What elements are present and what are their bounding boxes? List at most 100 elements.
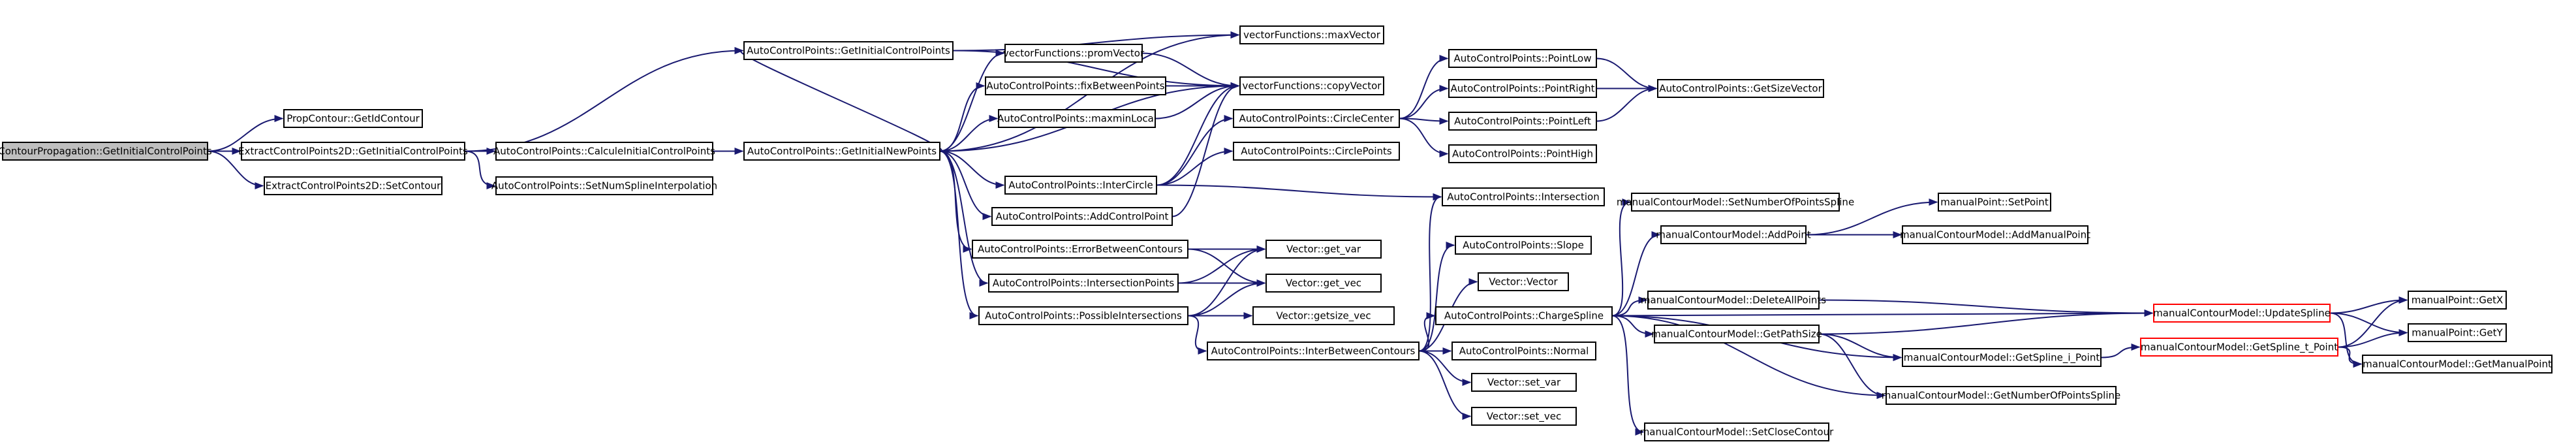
edge-arrow — [1399, 84, 1449, 119]
graph-node[interactable]: manualPoint::GetY — [2408, 323, 2507, 342]
graph-node[interactable]: AutoControlPoints::CalculeInitialControl… — [493, 142, 715, 161]
graph-edge — [1156, 82, 1240, 186]
edge-arrow — [1818, 333, 1886, 400]
node-label: AutoControlPoints::maxminLocal — [997, 113, 1156, 125]
graph-node[interactable]: AutoControlPoints::SetNumSplineInterpola… — [491, 176, 717, 195]
graph-edge — [734, 46, 942, 152]
graph-node[interactable]: Vector::getsize_vec — [1252, 306, 1395, 325]
graph-node[interactable]: AutoControlPoints::InterBetweenContours — [1207, 342, 1420, 360]
graph-node[interactable]: AutoControlPoints::AddControlPoint — [991, 207, 1173, 226]
graph-node[interactable]: manualContourModel::GetSpline_t_Point — [2140, 338, 2338, 357]
graph-node[interactable]: AutoControlPoints::fixBetweenPoints — [985, 76, 1166, 95]
edge-arrow — [2100, 343, 2141, 358]
node-box — [495, 142, 713, 161]
node-label: AutoControlPoints::PossibleIntersections — [985, 310, 1182, 322]
graph-edge — [207, 114, 284, 152]
graph-node[interactable]: AutoControlPoints::InterCircle — [1004, 176, 1157, 195]
node-box — [1004, 44, 1143, 63]
graph-node[interactable]: manualContourModel::GetSpline_i_Point — [1902, 348, 2102, 367]
graph-node[interactable]: manualPoint::GetX — [2408, 291, 2507, 310]
graph-node[interactable]: manualContourModel::AddManualPoint — [1900, 225, 2090, 244]
graph-node[interactable]: Vector::get_vec — [1265, 274, 1382, 293]
node-box — [1004, 176, 1157, 195]
node-label: AutoControlPoints::InterBetweenContours — [1211, 345, 1416, 357]
graph-node[interactable]: vectorFunctions::promVector — [1003, 44, 1145, 63]
graph-node[interactable]: manualContourModel::GetManualPoint — [2362, 355, 2553, 374]
graph-node[interactable]: AutoControlPoints::CircleCenter — [1233, 109, 1400, 128]
graph-node[interactable]: ExtractControlPoints2D::SetContour — [264, 176, 442, 195]
node-label: AutoControlPoints::CircleCenter — [1239, 113, 1395, 125]
edge-arrow — [1418, 193, 1442, 352]
graph-node[interactable]: AutoControlPoints::PossibleIntersections — [978, 306, 1188, 325]
edge-arrow — [939, 49, 1005, 152]
graph-node[interactable]: manualContourModel::GetNumberOfPointsSpl… — [1882, 386, 2120, 405]
node-box — [978, 306, 1188, 325]
edge-arrow — [952, 31, 1240, 52]
edge-arrow — [1187, 279, 1266, 317]
node-box — [1631, 193, 1840, 212]
node-label: Vector::get_vec — [1286, 278, 1361, 290]
graph-node[interactable]: AutoControlPoints::CirclePoints — [1233, 142, 1400, 161]
edge-arrow — [1418, 350, 1472, 421]
graph-node[interactable]: manualPoint::SetPoint — [1938, 193, 2051, 212]
graph-node[interactable]: AutoControlPoints::PointLow — [1448, 49, 1597, 68]
node-box — [1455, 236, 1592, 255]
graph-node[interactable]: AutoControlPoints::GetInitialControlPoin… — [743, 41, 954, 60]
graph-node[interactable]: AutoControlPoints::Intersection — [1442, 187, 1605, 206]
graph-node[interactable]: Vector::get_var — [1265, 240, 1382, 259]
graph-node[interactable]: AutoControlPoints::PointRight — [1448, 79, 1597, 98]
graph-node[interactable]: ExtractControlPoints2D::GetInitialContro… — [238, 142, 468, 161]
edge-arrow — [1187, 245, 1266, 317]
graph-node[interactable]: vectorFunctions::maxVector — [1239, 25, 1384, 44]
node-box — [2362, 355, 2553, 374]
graph-node[interactable]: AutoControlPoints::IntersectionPoints — [988, 274, 1179, 293]
edge-arrow — [1141, 52, 1240, 90]
graph-node[interactable]: manualContourModel::UpdateSpline — [2153, 304, 2331, 323]
graph-edge — [1187, 315, 1207, 355]
graph-node[interactable]: AutoControlPoints::GetInitialNewPoints — [743, 142, 940, 161]
graph-edge — [1156, 184, 1442, 201]
graph-node[interactable]: manualContourModel::GetPathSize — [1651, 325, 1822, 343]
graph-edge — [1818, 309, 2154, 335]
graph-node[interactable]: AutoControlPoints::ChargeSpline — [1435, 306, 1613, 325]
node-box — [1471, 407, 1577, 426]
graph-node[interactable]: AutoControlPoints::maxminLocal — [997, 109, 1156, 128]
edge-arrow — [2329, 296, 2408, 314]
graph-node[interactable]: AutoControlPoints::Slope — [1455, 236, 1592, 255]
graph-node[interactable]: ContourPropagation::GetInitialControlPoi… — [0, 142, 212, 161]
node-box — [1644, 422, 1829, 441]
graph-node[interactable]: AutoControlPoints::PointLeft — [1448, 112, 1597, 131]
graph-node[interactable]: vectorFunctions::copyVector — [1239, 76, 1384, 95]
nodes: ContourPropagation::GetInitialControlPoi… — [0, 25, 2553, 441]
graph-node[interactable]: AutoControlPoints::PointHigh — [1448, 144, 1597, 163]
graph-node[interactable]: manualContourModel::SetCloseContour — [1640, 422, 1834, 441]
graph-node[interactable]: manualContourModel::AddPoint — [1656, 225, 1811, 244]
graph-edge — [939, 150, 979, 320]
graph-node[interactable]: PropContour::GetIdContour — [283, 109, 423, 128]
node-box — [2153, 304, 2331, 323]
node-box — [1885, 386, 2117, 405]
edge-arrow — [939, 150, 1005, 189]
edge-arrow — [939, 150, 979, 320]
graph-node[interactable]: Vector::set_var — [1471, 373, 1577, 392]
graph-node[interactable]: Vector::Vector — [1478, 272, 1569, 291]
graph-node[interactable]: manualContourModel::DeleteAllPoints — [1641, 291, 1826, 310]
node-box — [1265, 240, 1382, 259]
node-box — [2140, 338, 2338, 357]
graph-node[interactable]: manualContourModel::SetNumberOfPointsSpl… — [1617, 193, 1854, 212]
graph-node[interactable]: AutoControlPoints::ErrorBetweenContours — [972, 240, 1188, 259]
node-label: AutoControlPoints::AddControlPoint — [996, 211, 1169, 223]
graph-edge — [1611, 198, 1632, 317]
node-box — [1265, 274, 1382, 293]
graph-node[interactable]: Vector::set_vec — [1471, 407, 1577, 426]
node-label: AutoControlPoints::CalculeInitialControl… — [493, 146, 715, 157]
graph-node[interactable]: AutoControlPoints::Normal — [1451, 342, 1596, 360]
node-label: AutoControlPoints::IntersectionPoints — [993, 278, 1175, 289]
graph-edge — [207, 150, 264, 190]
node-label: AutoControlPoints::Slope — [1463, 240, 1584, 251]
edge-arrow — [464, 150, 496, 190]
node-box — [283, 109, 423, 128]
graph-node[interactable]: AutoControlPoints::GetSizeVector — [1657, 79, 1824, 98]
node-label: AutoControlPoints::CirclePoints — [1241, 146, 1392, 157]
